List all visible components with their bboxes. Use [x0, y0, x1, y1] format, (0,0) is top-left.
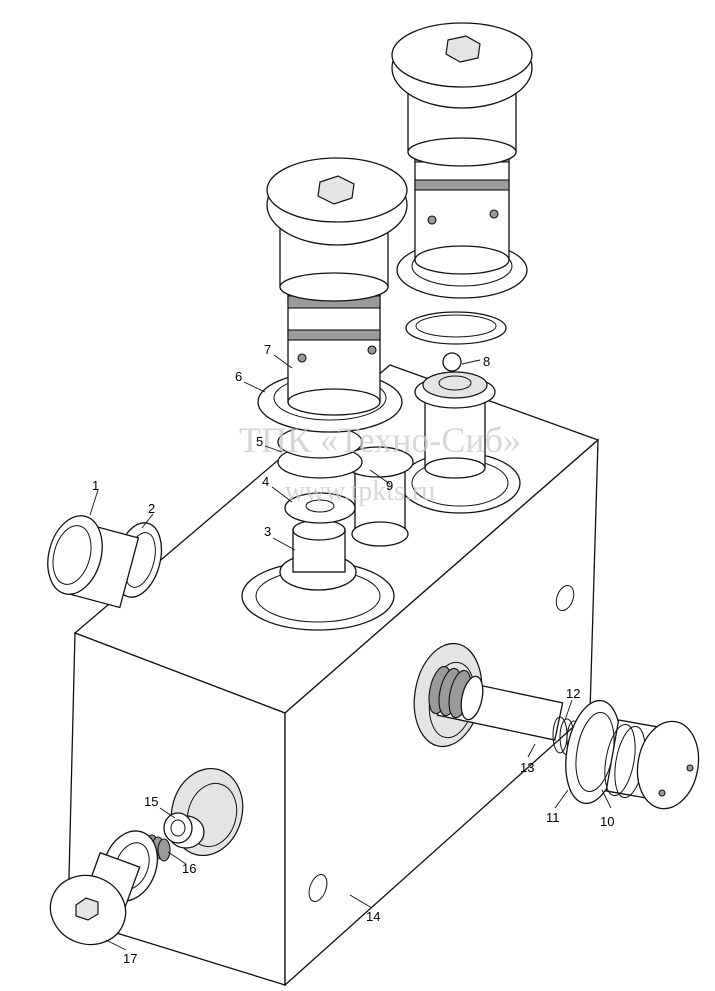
right-oring	[405, 311, 507, 345]
sleeve-7-hole-1	[297, 353, 307, 363]
right-sleeve-hole-2	[489, 209, 499, 219]
right-sleeve-bottom	[414, 245, 510, 275]
right-cap-hex-socket	[445, 35, 481, 63]
spool-13-threads	[428, 665, 484, 721]
right-cartridge-stack	[391, 22, 533, 479]
sleeve-15-bore	[170, 819, 186, 837]
left-cap-neck-bottom	[279, 272, 389, 302]
callout-6: 6	[235, 369, 242, 384]
disc-4-inner	[305, 499, 335, 513]
right-insert-base	[424, 457, 486, 479]
right-sleeve-hole-1	[427, 215, 437, 225]
left-plug-group	[47, 515, 163, 609]
callout-12: 12	[566, 686, 580, 701]
callout-4: 4	[262, 474, 269, 489]
plug-10-hole-a	[686, 764, 694, 772]
callout-13: 13	[520, 760, 534, 775]
callout-15: 15	[144, 794, 158, 809]
left-cartridge-stack	[257, 157, 414, 591]
callout-7: 7	[264, 342, 271, 357]
callout-3: 3	[264, 524, 271, 539]
right-valve-group	[428, 665, 700, 810]
callout-1: 1	[92, 478, 99, 493]
callout-11: 11	[546, 810, 560, 825]
right-sleeve-band-2	[414, 179, 510, 191]
sleeve-15-front	[163, 812, 193, 844]
callout-8: 8	[483, 354, 490, 369]
leader-lines	[89, 354, 612, 951]
callout-9: 9	[386, 478, 393, 493]
callout-labels: 1 2 3 4 5 6 7 8 9 10 11 12 13 14 15 16 1…	[92, 342, 614, 966]
plug-10-hole-b	[658, 789, 666, 797]
callout-10: 10	[600, 814, 614, 829]
sleeve-7-bottom	[287, 388, 381, 416]
callout-2: 2	[148, 501, 155, 516]
body-port-15-inner	[186, 782, 238, 848]
lower-left-group	[49, 812, 205, 946]
sleeve-7	[287, 289, 381, 403]
callout-5: 5	[256, 434, 263, 449]
left-cap-hex-socket	[317, 175, 355, 205]
insert-9-base	[351, 521, 409, 547]
callout-17: 17	[123, 951, 137, 966]
right-insert-bore	[422, 371, 488, 399]
plug-1-face	[52, 525, 92, 585]
right-insert-bore-inner	[438, 375, 472, 391]
right-oring-inner	[415, 314, 497, 338]
sleeve-7-hole-2	[367, 345, 377, 355]
right-cap-neck-bottom	[407, 137, 517, 167]
disc-4	[284, 492, 356, 524]
watermark-url: www.tpkts.ru	[285, 476, 436, 507]
body-side-hole-b	[308, 874, 328, 902]
callout-16: 16	[182, 861, 196, 876]
callout-14: 14	[366, 909, 380, 924]
plug-17-hex-socket	[75, 897, 99, 921]
check-ball	[442, 352, 462, 372]
plug-10-head	[636, 720, 700, 810]
watermark-company: ТПК «Техно-Сиб»	[239, 420, 521, 460]
body-side-hole-a	[555, 584, 575, 612]
sleeve-7-band-2	[287, 329, 381, 341]
